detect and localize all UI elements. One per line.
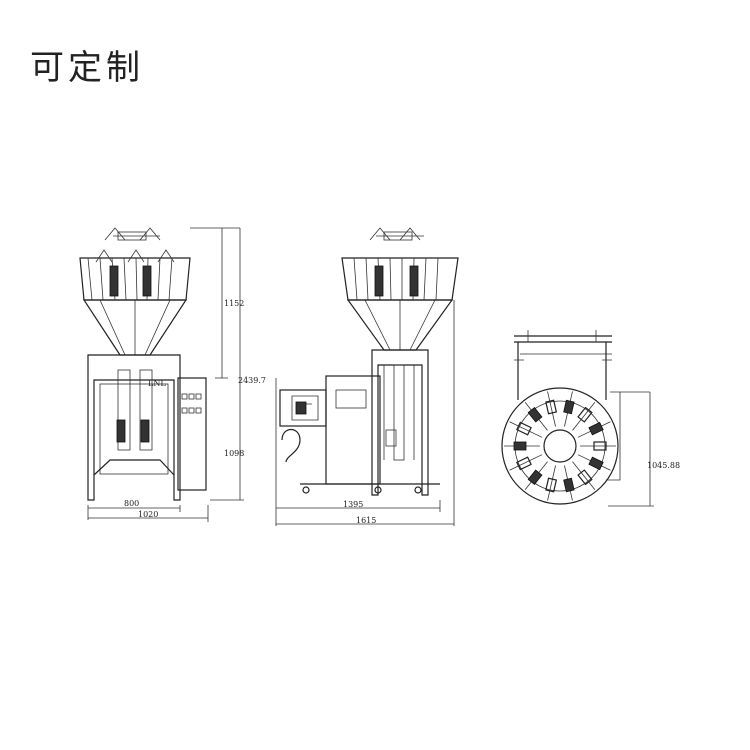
- side-dim-1395: 1395: [343, 500, 363, 509]
- front-dim-1152: 1152: [224, 299, 244, 308]
- front-dim-1098: 1098: [224, 449, 244, 458]
- front-dim-800: 800: [124, 499, 139, 508]
- top-view: [501, 330, 654, 507]
- svg-text:LNL: LNL: [148, 379, 166, 388]
- weigh-buckets: [504, 391, 616, 501]
- front-dim-2439: 2439.7: [238, 376, 266, 385]
- top-dim-1045: 1045.88: [647, 461, 680, 470]
- front-view: LNL: [79, 227, 244, 522]
- side-dim-1615: 1615: [356, 516, 376, 525]
- front-dim-1020: 1020: [138, 510, 158, 519]
- page-title: 可定制: [30, 48, 144, 88]
- side-view: [275, 227, 459, 526]
